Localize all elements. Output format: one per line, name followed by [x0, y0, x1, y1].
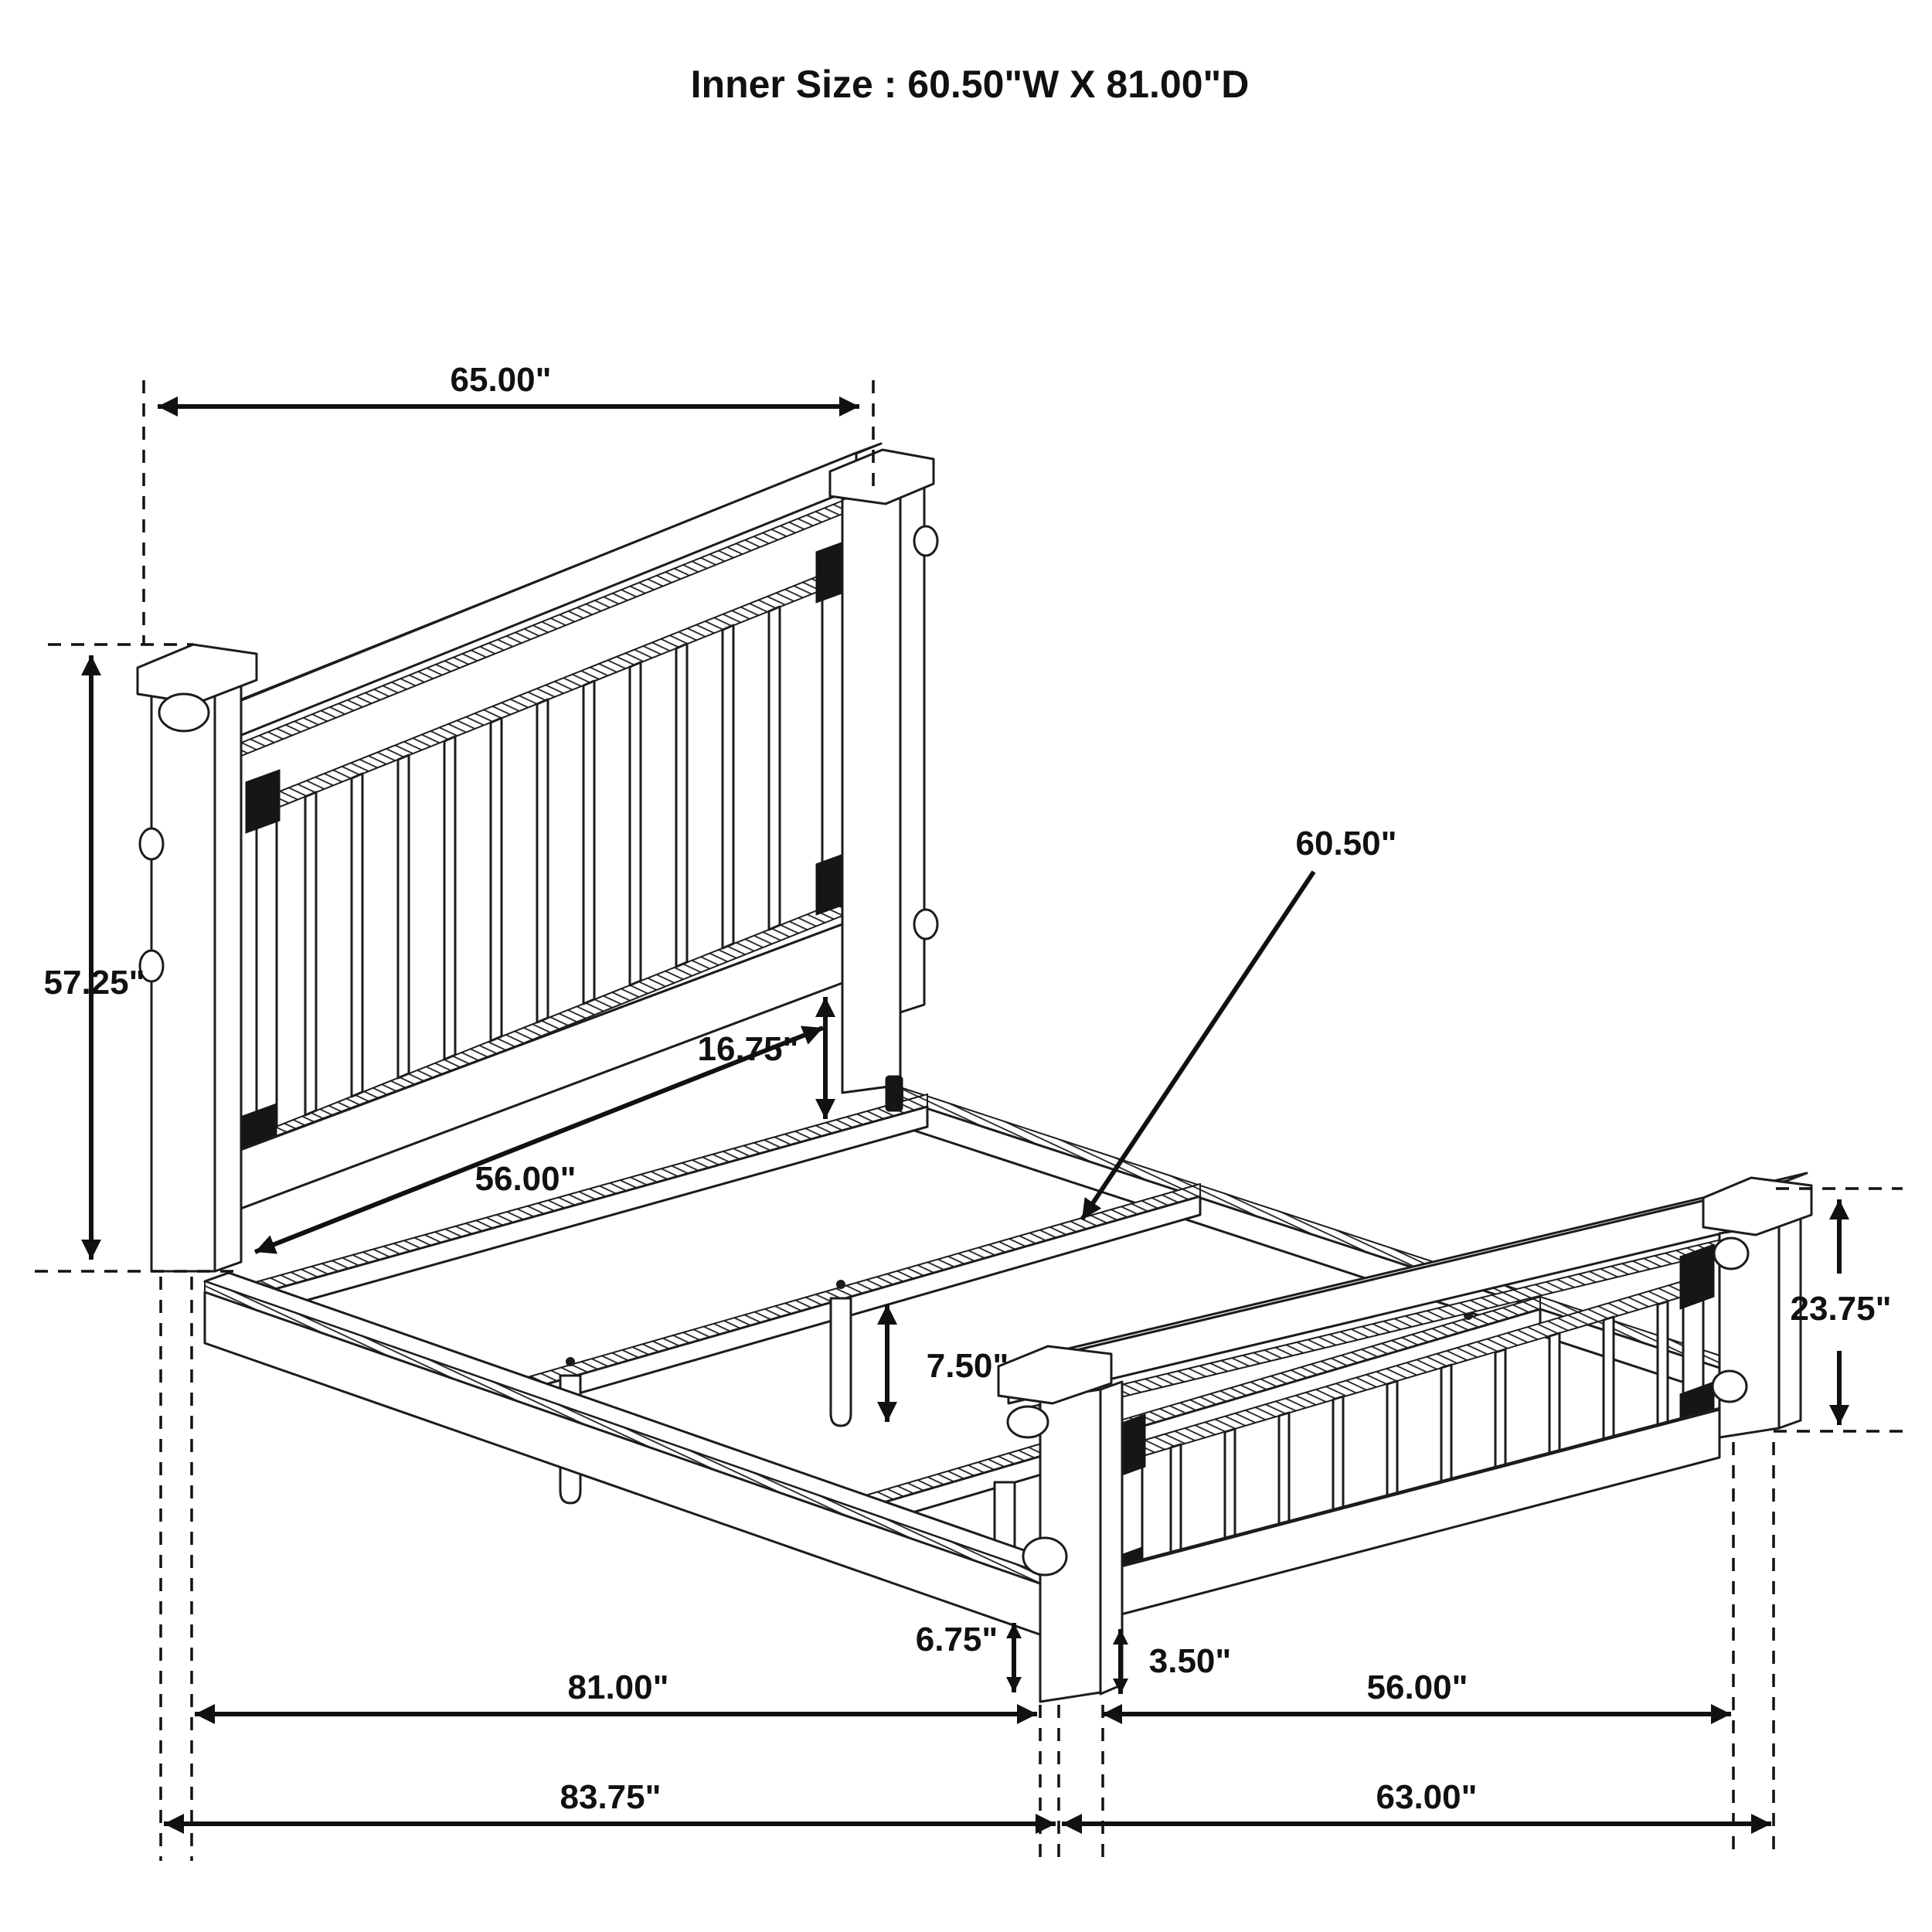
dim-line-headboard-panel-width — [253, 1026, 825, 1254]
footboard-right-post-cap — [1702, 1176, 1813, 1236]
headboard-right-post — [841, 488, 902, 1094]
footboard-left-leg-nub — [1022, 1536, 1068, 1577]
dim-label-footboard-width: 63.00" — [1376, 1778, 1478, 1816]
headboard-right-post-peg1 — [913, 525, 939, 557]
headboard-left-post-side — [213, 668, 243, 1273]
dim-label-rail-floor-clearance: 6.75" — [916, 1621, 998, 1658]
headboard-panel-left-stile — [255, 791, 278, 1136]
dim-label-headboard-height: 57.25" — [44, 964, 145, 1002]
footboard — [997, 1172, 1813, 1703]
side-rail-left-top-face — [203, 1271, 1077, 1578]
dim-label-center-leg-height: 7.50" — [927, 1347, 1009, 1385]
dim-label-inner-width: 60.50" — [1296, 825, 1397, 862]
headboard-left-cap-nub — [158, 692, 210, 733]
footboard-right-post-peg1 — [1713, 1236, 1750, 1270]
headboard-right-post-peg2 — [913, 908, 939, 940]
dim-label-footboard-panel-width: 56.00" — [1367, 1668, 1468, 1706]
diagram-title: Inner Size : 60.50"W X 81.00"D — [691, 63, 1250, 106]
slat1-screw — [566, 1357, 575, 1366]
headboard-left-post-peg1 — [138, 827, 165, 861]
footboard-left-cap-nub — [1006, 1405, 1049, 1439]
dim-label-footboard-height: 23.75" — [1791, 1290, 1892, 1328]
side-rail-left — [203, 1291, 1053, 1640]
dim-label-rail-mount-height: 16.75" — [698, 1030, 799, 1068]
dim-label-headboard-panel-width: 56.00" — [475, 1160, 577, 1198]
headboard-left-post-peg2 — [138, 949, 165, 983]
footboard-left-cap — [997, 1345, 1113, 1405]
headboard-slats — [304, 605, 781, 1117]
dim-label-headboard-width: 65.00" — [451, 361, 552, 399]
dimension-annotations: 65.00" 57.25" 56.00" 16.75" 60.50" 7.50"… — [35, 361, 1903, 1861]
dim-label-inner-depth: 81.00" — [568, 1668, 669, 1706]
dim-label-footboard-bottom-rail: 3.50" — [1149, 1642, 1232, 1680]
dim-label-overall-depth: 83.75" — [560, 1778, 662, 1816]
slat1-screw-2 — [836, 1280, 845, 1289]
side-rail-left-top-edge — [204, 1281, 1052, 1588]
headboard-right-post-cap — [828, 448, 935, 505]
footboard-right-post-peg2 — [1711, 1369, 1748, 1403]
leader-inner-width — [1080, 870, 1316, 1221]
rail-bracket-hardware — [885, 1075, 903, 1112]
center-leg-2 — [829, 1297, 852, 1427]
